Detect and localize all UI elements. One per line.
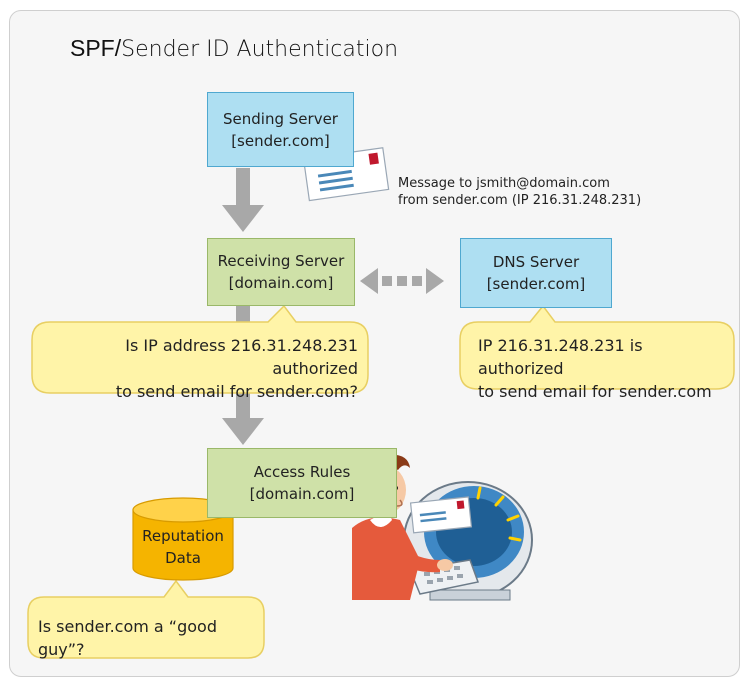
query-line2: to send email for sender.com? bbox=[115, 382, 358, 401]
sending-server-name: Sending Server bbox=[223, 109, 338, 128]
answer-bubble-shape bbox=[459, 304, 735, 390]
sending-server-domain: [sender.com] bbox=[231, 131, 330, 150]
dns-server-name: DNS Server bbox=[492, 253, 580, 271]
query-bubble-shape bbox=[31, 304, 369, 394]
receiving-server-box: Receiving Server [domain.com] bbox=[207, 238, 355, 306]
sending-server-box: Sending Server [sender.com] bbox=[207, 92, 354, 167]
access-rules-box: Access Rules [domain.com] bbox=[207, 448, 397, 518]
answer-line2: to send email for sender.com bbox=[478, 382, 712, 401]
reputation-question: Is sender.com a “good guy”? bbox=[38, 617, 217, 659]
receiving-server-name: Receiving Server bbox=[217, 252, 345, 270]
message-note-line2: from sender.com (IP 216.31.248.231) bbox=[398, 193, 642, 208]
flow-arrow-2 bbox=[222, 306, 264, 445]
dns-lookup-arrow bbox=[360, 268, 444, 294]
dns-server-domain: [sender.com] bbox=[486, 275, 586, 293]
reputation-bubble-shape bbox=[27, 579, 265, 659]
access-rules-domain: [domain.com] bbox=[249, 485, 355, 503]
dns-server-box: DNS Server [sender.com] bbox=[460, 238, 612, 308]
access-rules-name: Access Rules bbox=[253, 463, 351, 481]
query-bubble: Is IP address 216.31.248.231 authorized … bbox=[40, 334, 358, 403]
reputation-bubble: Is sender.com a “good guy”? bbox=[38, 615, 258, 661]
flow-arrow-1 bbox=[222, 168, 264, 232]
reputation-data-line1: Reputation bbox=[142, 527, 224, 545]
screen-envelope-icon bbox=[409, 496, 473, 534]
reputation-data-label: Reputation Data bbox=[133, 524, 233, 570]
message-note-line1: Message to jsmith@domain.com bbox=[398, 176, 610, 191]
title-main: Sender ID Authentication bbox=[121, 37, 399, 62]
title-prefix: SPF/ bbox=[70, 35, 122, 61]
message-note: Message to jsmith@domain.com from sender… bbox=[398, 175, 641, 209]
query-line1: Is IP address 216.31.248.231 authorized bbox=[125, 336, 358, 378]
reputation-data-line2: Data bbox=[165, 549, 201, 567]
receiving-server-domain: [domain.com] bbox=[228, 274, 334, 292]
answer-line1: IP 216.31.248.231 is authorized bbox=[478, 336, 643, 378]
diagram-title: SPF/Sender ID Authentication bbox=[70, 35, 398, 62]
answer-bubble: IP 216.31.248.231 is authorized to send … bbox=[478, 334, 728, 403]
